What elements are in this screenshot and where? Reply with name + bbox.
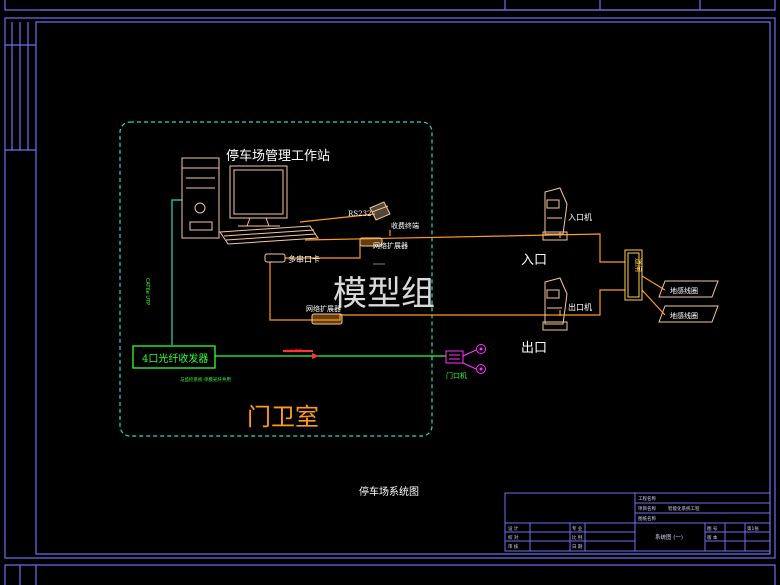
tb-drawing-name: 系统图 (一) bbox=[655, 533, 683, 541]
fiber-transceiver-icon bbox=[132, 345, 216, 369]
tb-drawing-name-label: 图纸名称 bbox=[638, 515, 656, 522]
vertical-cable-label: CAT6e UTP bbox=[144, 278, 150, 305]
entry-machine-icon bbox=[542, 187, 568, 241]
gate-camera-2-icon bbox=[476, 364, 486, 374]
tb-mid-row-2: 比 例 bbox=[572, 534, 583, 541]
tb-project-label: 工程名称 bbox=[638, 495, 656, 502]
fiber-cable-note: 光纤传输 bbox=[286, 347, 302, 353]
ground-coil-2-label: 地感线圈 bbox=[670, 311, 698, 320]
diagram-caption: 停车场系统图 bbox=[359, 485, 419, 498]
ticket-terminal-icon bbox=[369, 201, 391, 221]
tb-left-row-1: 设 计 bbox=[508, 525, 519, 532]
vertical-cable bbox=[171, 199, 182, 345]
ground-coil-1-label: 地感线圈 bbox=[670, 286, 698, 295]
tb-right-row-2: 版 本 bbox=[707, 534, 718, 541]
tb-right-row-3: 第1张 bbox=[747, 525, 759, 532]
tb-item-label: 项目名称 bbox=[638, 505, 656, 512]
rs232-label: RS232 bbox=[348, 210, 371, 218]
network-expander-1-label: 网络扩展器 bbox=[373, 241, 408, 250]
tb-right-row-1: 图 号 bbox=[707, 526, 718, 532]
workstation-title: 停车场管理工作站 bbox=[226, 148, 330, 164]
exit-machine-icon bbox=[542, 277, 568, 331]
guard-room-label: 门卫室 bbox=[247, 403, 319, 431]
network-expander-2-icon bbox=[311, 313, 343, 325]
fiber-arrow bbox=[312, 353, 319, 359]
workstation-computer-icon bbox=[181, 157, 319, 245]
exit-machine-label: 出口机 bbox=[568, 302, 592, 312]
tb-project-value: 智能化系统工程 bbox=[668, 505, 700, 512]
orange-wiring bbox=[269, 213, 666, 321]
gate-machine-icon bbox=[445, 350, 464, 364]
multi-serial-card-icon bbox=[264, 253, 286, 263]
ground-coil-2-icon bbox=[658, 305, 719, 323]
gate-barrier-label: 道闸 bbox=[634, 258, 643, 272]
fiber-transceiver-label: 4口光纤收发器 bbox=[142, 352, 208, 365]
drawing-frame bbox=[4, 0, 776, 585]
tb-left-row-3: 审 核 bbox=[508, 543, 519, 550]
entry-lane-label: 入口 bbox=[521, 253, 547, 268]
gate-machine-label: 门口机 bbox=[446, 371, 467, 380]
ground-coil-1-icon bbox=[658, 280, 719, 298]
title-block bbox=[504, 492, 771, 552]
guard-room-region bbox=[119, 121, 433, 437]
tb-mid-row-3: 日 期 bbox=[572, 544, 583, 550]
tb-mid-row-1: 专 业 bbox=[572, 525, 583, 532]
multi-serial-card-label: 多串口卡 bbox=[288, 254, 320, 264]
network-expander-2-label: 网络扩展器 bbox=[306, 304, 341, 313]
exit-lane-label: 出口 bbox=[521, 341, 547, 356]
gate-barrier-icon bbox=[624, 249, 643, 301]
gate-camera-1-icon bbox=[476, 344, 486, 354]
bottom-cable-note: 与监控系统 单模光纤共用 bbox=[180, 376, 231, 383]
entry-machine-label: 入口机 bbox=[568, 212, 592, 222]
network-expander-1-icon bbox=[359, 237, 383, 247]
ticket-terminal-label: 收费终端 bbox=[391, 221, 419, 230]
watermark: 模型组 bbox=[333, 274, 435, 314]
tb-left-row-2: 校 对 bbox=[508, 534, 519, 541]
